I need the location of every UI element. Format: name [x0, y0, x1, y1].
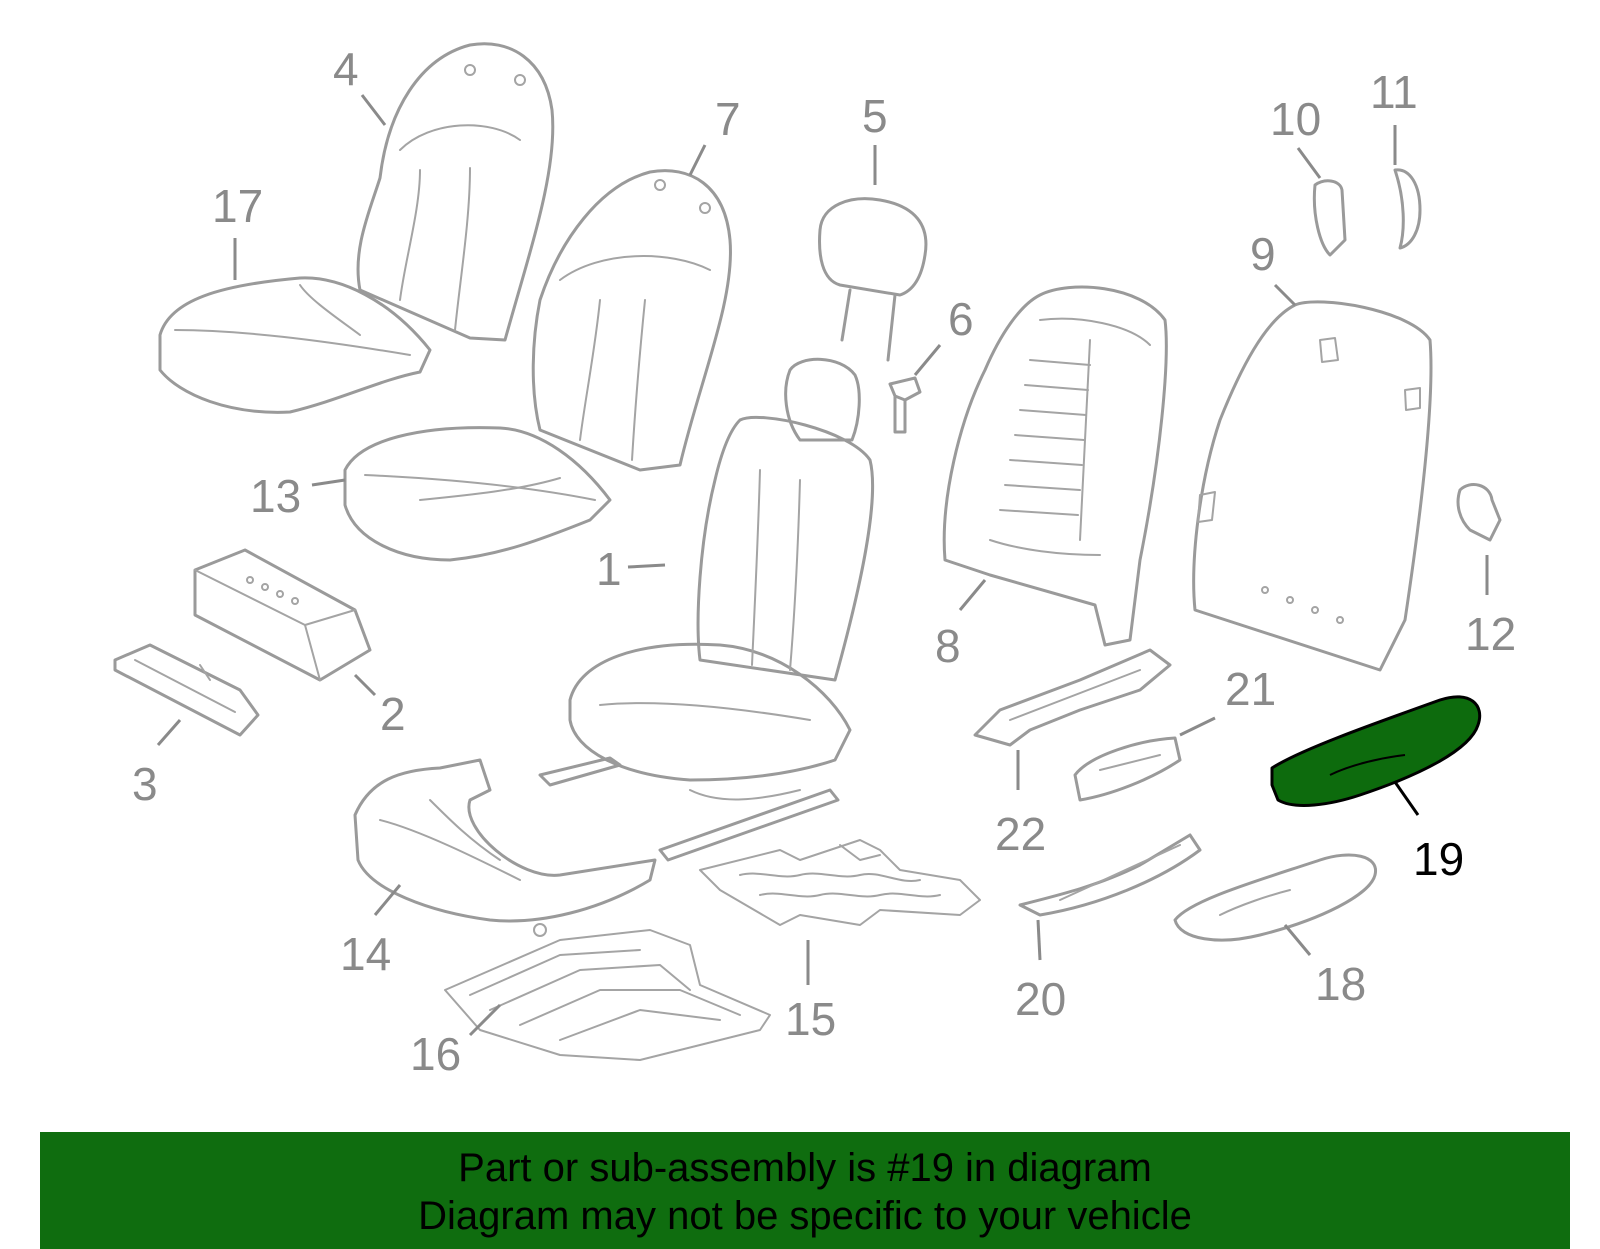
part-8-back-frame [942, 285, 1168, 647]
part-16-heater-mat [444, 929, 771, 1061]
callout-10: 10 [1270, 93, 1321, 145]
part-7-back-cover [531, 169, 732, 472]
callout-16: 16 [410, 1028, 461, 1080]
part-2-module [193, 548, 372, 682]
part-10-trim [1312, 179, 1347, 257]
callout-5: 5 [862, 90, 888, 142]
part-22-rail [973, 648, 1172, 747]
part-5-headrest [818, 197, 928, 362]
part-1-seat-assembly [538, 357, 875, 862]
part-20-cable [1018, 833, 1202, 917]
part-15-spring-mat [699, 839, 981, 926]
part-6-guide [888, 376, 922, 434]
part-17-cushion-cover [158, 276, 432, 414]
part-12-bracket [1456, 483, 1502, 542]
part-19-side-trim-highlighted [1270, 695, 1482, 807]
callout-13: 13 [250, 470, 301, 522]
part-4-back-cover [356, 42, 555, 342]
callout-4: 4 [333, 43, 359, 95]
callout-1: 1 [596, 543, 622, 595]
info-banner: Part or sub-assembly is #19 in diagram D… [40, 1132, 1570, 1249]
callout-20: 20 [1015, 973, 1066, 1025]
callout-21: 21 [1225, 663, 1276, 715]
part-21-switch [1073, 736, 1182, 802]
part-11-trim [1393, 168, 1422, 250]
callout-7: 7 [715, 93, 741, 145]
part-14-seat-frame [353, 758, 657, 937]
callout-9: 9 [1250, 228, 1276, 280]
part-18-side-trim [1173, 853, 1377, 942]
part-3-bracket [113, 643, 260, 737]
banner-line-1: Part or sub-assembly is #19 in diagram [458, 1146, 1152, 1190]
callout-8: 8 [935, 620, 961, 672]
part-13-cushion-pad [343, 426, 612, 562]
callout-18: 18 [1315, 958, 1366, 1010]
part-9-back-panel [1192, 300, 1433, 672]
callout-11: 11 [1370, 66, 1418, 118]
callout-2: 2 [380, 688, 406, 740]
callout-15: 15 [785, 993, 836, 1045]
callout-17: 17 [212, 180, 263, 232]
callout-19: 19 [1413, 833, 1464, 885]
banner-line-2: Diagram may not be specific to your vehi… [418, 1194, 1192, 1238]
callout-14: 14 [340, 928, 391, 980]
callout-6: 6 [948, 293, 974, 345]
callout-12: 12 [1465, 608, 1516, 660]
callout-3: 3 [132, 758, 158, 810]
parts-diagram: 4 7 5 10 11 17 9 6 13 1 8 12 2 21 3 22 1… [113, 42, 1516, 1080]
leader-arrows [156, 94, 1489, 1037]
callout-22: 22 [995, 808, 1046, 860]
